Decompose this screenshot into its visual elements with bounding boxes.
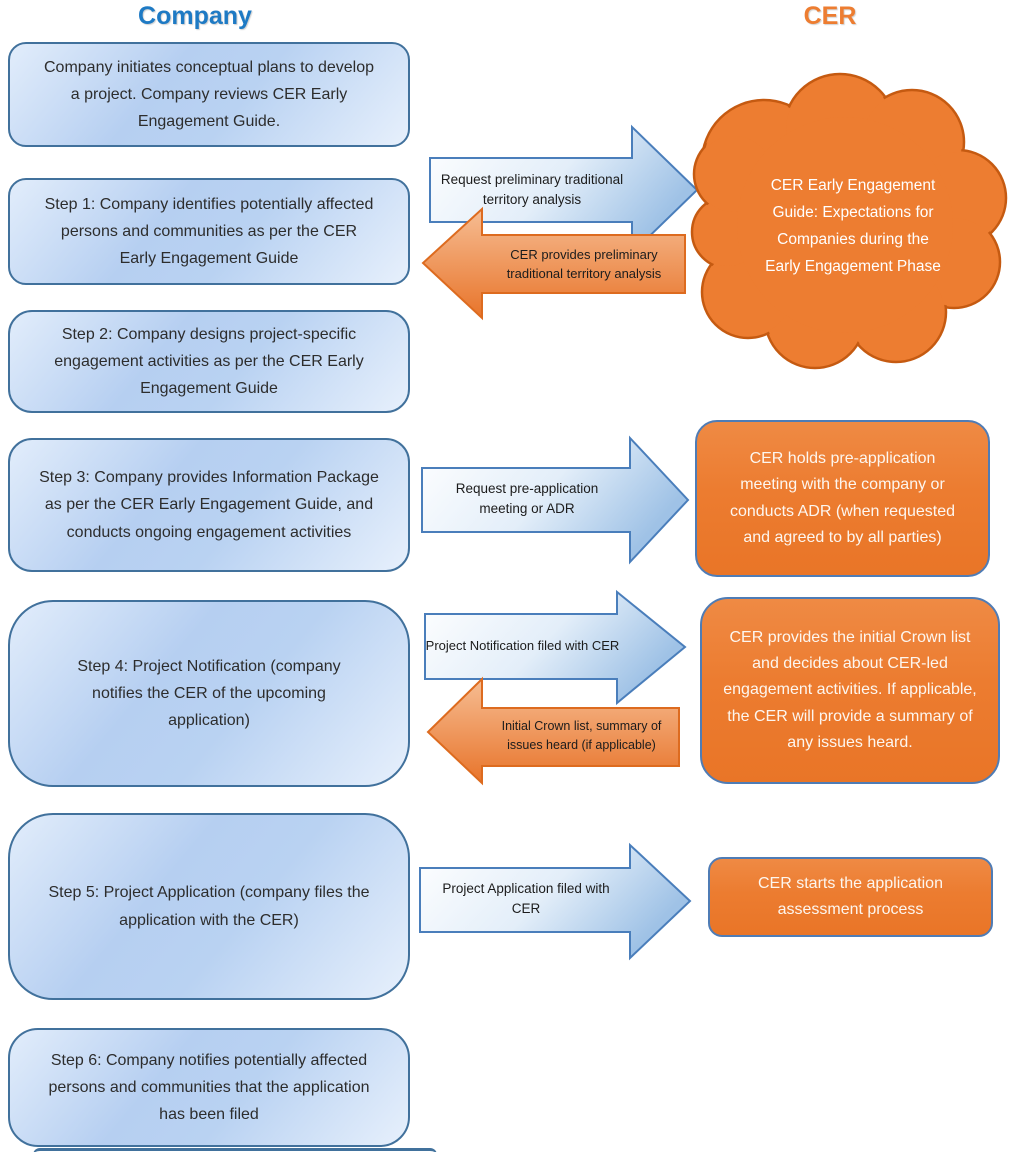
company-box-step5: Step 5: Project Application (company fil… — [8, 813, 410, 1000]
company-box-step6: Step 6: Company notifies potentially aff… — [8, 1028, 410, 1147]
company-box-step3: Step 3: Company provides Information Pac… — [8, 438, 410, 572]
company-box-step1: Step 1: Company identifies potentially a… — [8, 178, 410, 285]
company-box-initiate: Company initiates conceptual plans to de… — [8, 42, 410, 147]
company-box-step2-text: Step 2: Company designs project-specific… — [54, 325, 364, 398]
arrow-right-request-preliminary — [429, 124, 699, 256]
cer-box-crown-list: CER provides the initial Crown list and … — [700, 597, 1000, 784]
company-box-step4: Step 4: Project Notification (company no… — [8, 600, 410, 787]
arrow-right-project-notification — [424, 589, 687, 706]
arrow-right-project-application — [419, 842, 692, 961]
arrow-label-request-preapp: Request pre-application meeting or ADR — [455, 480, 599, 516]
company-box-step3-text: Step 3: Company provides Information Pac… — [39, 469, 379, 541]
arrow-right-request-preapp-meeting — [421, 435, 690, 565]
cer-box-assessment: CER starts the application assessment pr… — [708, 857, 993, 937]
company-box-initiate-text: Company initiates conceptual plans to de… — [44, 58, 374, 131]
cer-box-preapp-meeting: CER holds pre-application meeting with t… — [695, 420, 990, 577]
cer-box-crown-list-text: CER provides the initial Crown list and … — [723, 628, 977, 752]
arrow-left-cer-provides-preliminary — [421, 206, 686, 321]
company-box-step5-text: Step 5: Project Application (company fil… — [48, 884, 370, 929]
arrow-left-initial-crown-list — [426, 676, 680, 786]
cer-column-header: CER — [803, 2, 857, 30]
arrow-label-project-application: Project Application filed with CER — [442, 880, 610, 916]
cer-box-preapp-meeting-text: CER holds pre-application meeting with t… — [729, 449, 955, 546]
cutoff-box-top-edge — [33, 1148, 437, 1152]
cer-box-assessment-text: CER starts the application assessment pr… — [758, 874, 943, 918]
cloud-cer-guide: CER Early Engagement Guide: Expectations… — [765, 176, 941, 276]
company-box-step6-text: Step 6: Company notifies potentially aff… — [48, 1051, 370, 1124]
arrow-label-cer-provides-preliminary: CER provides preliminary traditional ter… — [506, 246, 662, 282]
company-column-header: Company — [138, 2, 252, 30]
company-box-step1-text: Step 1: Company identifies potentially a… — [44, 195, 374, 268]
company-box-step4-text: Step 4: Project Notification (company no… — [77, 657, 341, 730]
arrow-label-request-preliminary: Request preliminary traditional territor… — [440, 171, 624, 207]
arrow-label-project-notification: Project Notification filed with CER — [425, 637, 620, 653]
company-box-step2: Step 2: Company designs project-specific… — [8, 310, 410, 413]
arrow-label-initial-crown-list: Initial Crown list, summary of issues he… — [501, 719, 662, 752]
